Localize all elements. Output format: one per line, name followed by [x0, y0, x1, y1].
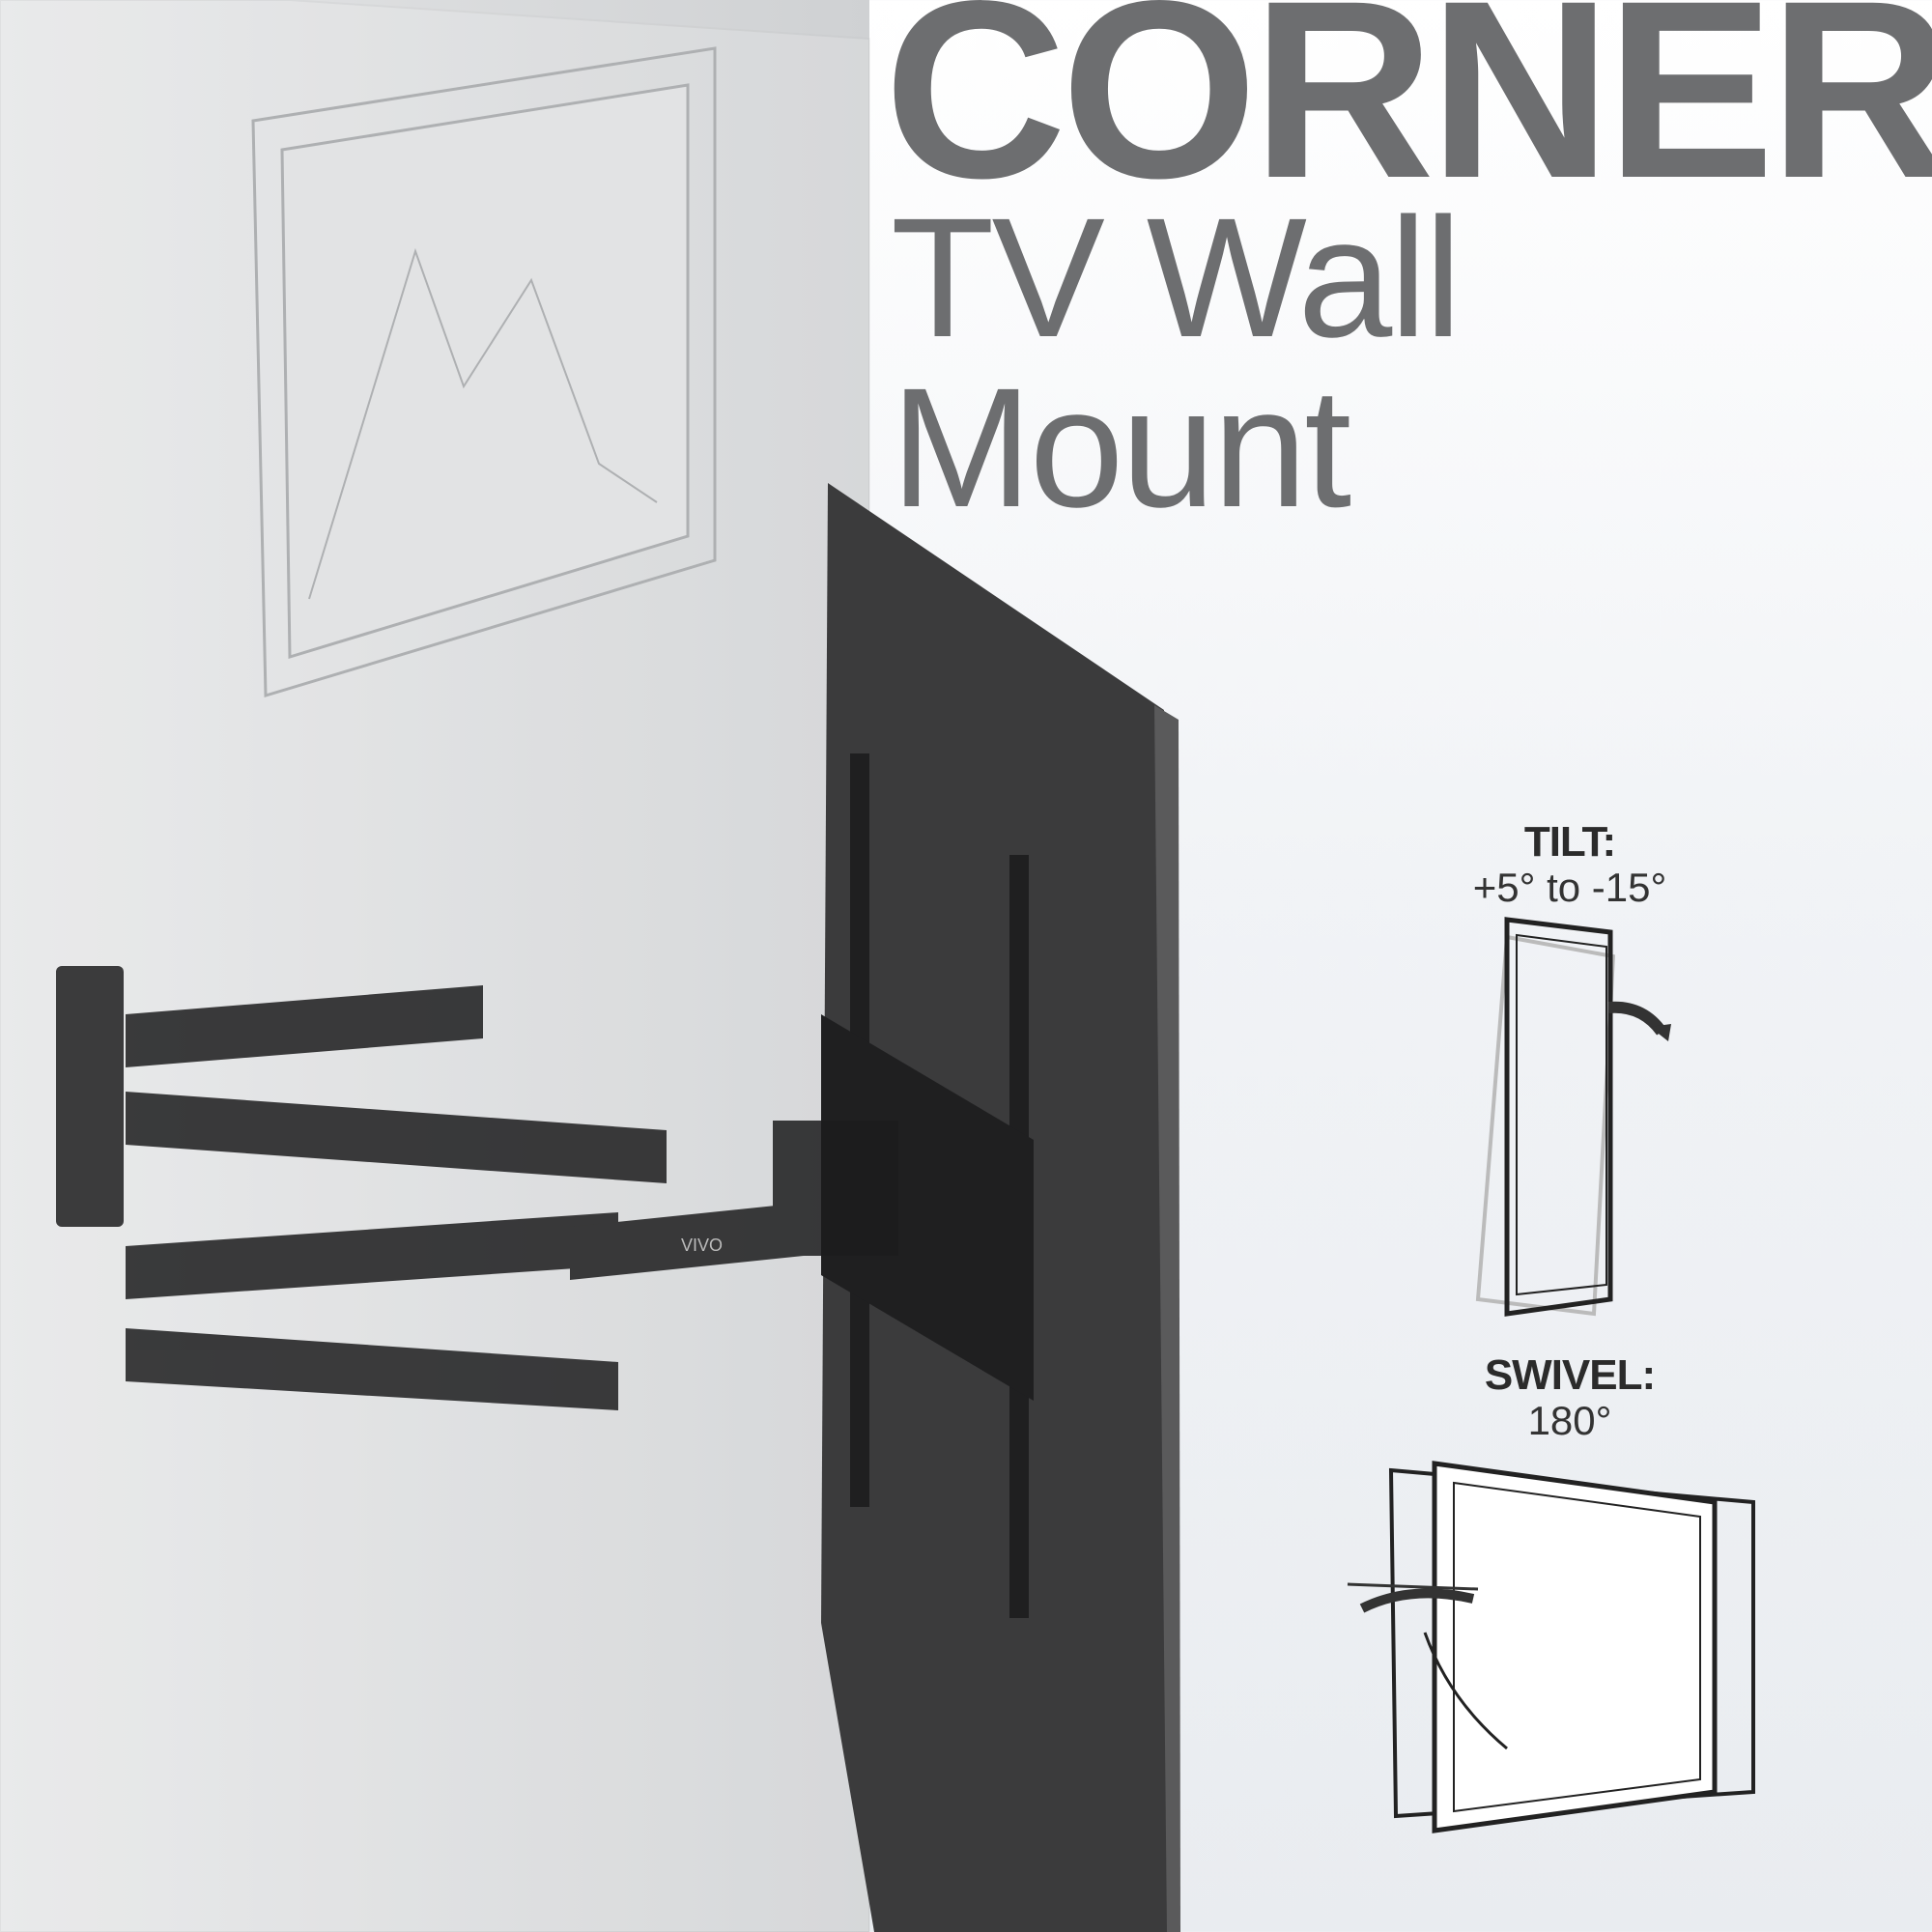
title-line-2: TV Wall Mount	[891, 184, 1462, 543]
tilt-icon	[1475, 917, 1671, 1317]
mountain-picture	[251, 46, 717, 698]
title-line-1: CORNER	[884, 0, 1932, 231]
tilt-value: +5° to -15°	[1472, 865, 1667, 911]
tv-edge	[1154, 705, 1180, 1932]
articulating-arm	[56, 966, 898, 1410]
swivel-value: 180°	[1527, 1398, 1612, 1444]
brand-logo: VIVO	[681, 1236, 723, 1255]
swivel-label: SWIVEL:	[1484, 1351, 1656, 1399]
swivel-feature: SWIVEL: 180°	[1377, 1351, 1763, 1444]
swivel-icon	[1347, 1461, 1755, 1833]
tilt-feature: TILT: +5° to -15°	[1377, 818, 1763, 911]
tilt-label: TILT:	[1523, 818, 1616, 866]
